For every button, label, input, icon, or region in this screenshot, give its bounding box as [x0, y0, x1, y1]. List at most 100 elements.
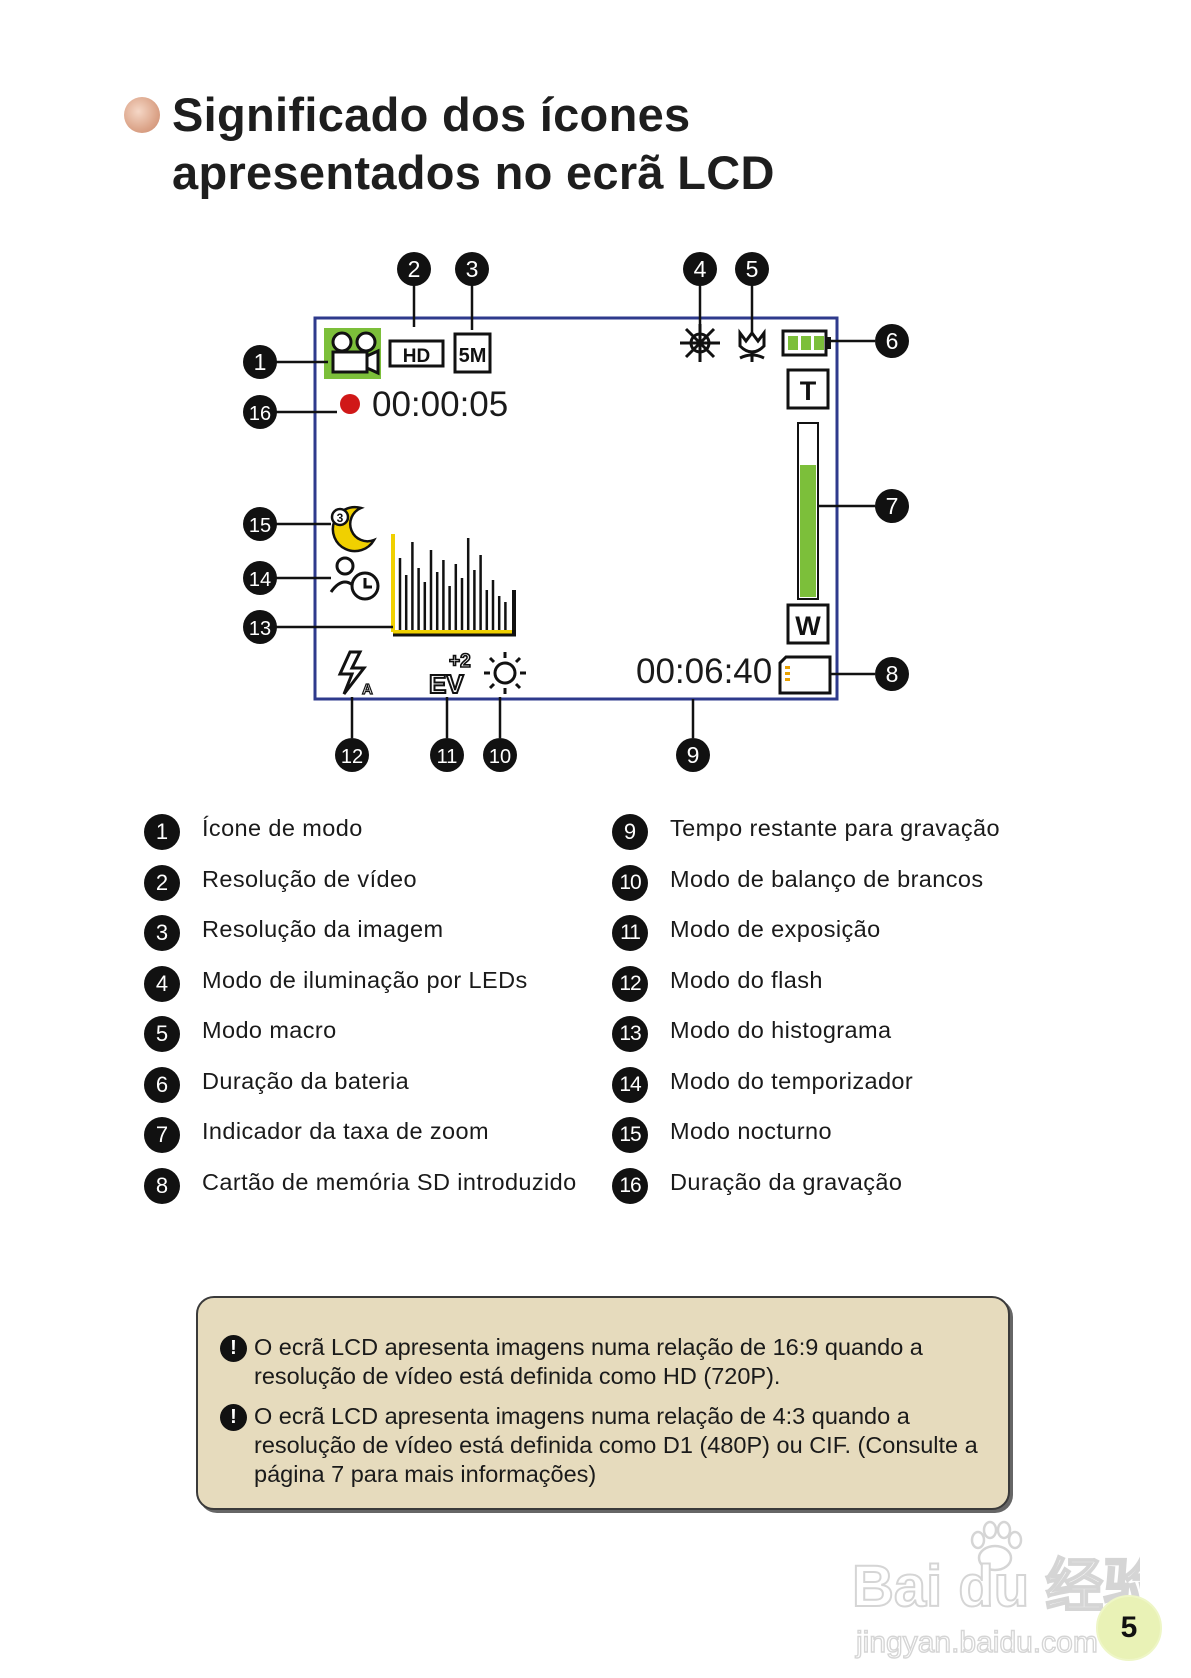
callout-15: 15: [243, 507, 277, 541]
callout-9: 9: [676, 738, 710, 772]
legend-number: 6: [144, 1066, 180, 1103]
lcd-diagram: HD 5M T: [0, 0, 1191, 800]
video-camera-icon: [324, 328, 381, 379]
page-title: Significado dos ícones apresentados no e…: [172, 86, 775, 202]
callout-2: 2: [397, 252, 431, 286]
night-mode-moon-icon: 3: [330, 505, 377, 553]
flash-auto-icon: A: [337, 650, 374, 699]
zoom-tele-label: T: [800, 376, 817, 406]
remaining-time: 00:06:40: [636, 652, 773, 691]
5m-icon: 5M: [453, 332, 492, 374]
callout-13: 13: [243, 610, 277, 644]
note-text: O ecrã LCD apresenta imagens numa relaçã…: [254, 1403, 978, 1487]
legend-label: Modo do histograma: [670, 1017, 892, 1043]
callout-8: 8: [875, 657, 909, 691]
callout-16: 16: [243, 395, 277, 429]
legend-item: 7 Indicador da taxa de zoom: [144, 1115, 614, 1166]
self-timer-icon: [329, 556, 380, 601]
lcd-diagram-svg: HD 5M T: [243, 252, 909, 772]
histogram: [391, 534, 516, 637]
legend-label: Modo de balanço de brancos: [670, 865, 984, 892]
legend-number: 1: [144, 814, 180, 850]
page-title-line-2: apresentados no ecrã LCD: [172, 146, 775, 199]
legend-number: 12: [612, 965, 648, 1002]
callout-1: 1: [243, 345, 277, 379]
ev-value: +2: [449, 651, 471, 672]
title-bullet: [124, 97, 160, 133]
warning-icon: !: [220, 1404, 247, 1431]
callout-number: 4: [694, 256, 707, 282]
callout-number: 12: [341, 746, 363, 768]
callout-11: 11: [430, 738, 464, 772]
svg-text:3: 3: [337, 511, 344, 525]
legend-number: 16: [612, 1167, 648, 1204]
exposure-ev-icon: +2 EV: [428, 650, 471, 700]
legend-number: 5: [144, 1016, 180, 1052]
legend-label: Modo de iluminação por LEDs: [202, 966, 528, 993]
legend-number: 11: [612, 915, 648, 951]
legend-item: 12 Modo do flash: [612, 964, 1132, 1015]
callout-number: 5: [746, 256, 759, 282]
recording-time: 00:00:05: [372, 385, 509, 424]
callout-14: 14: [243, 561, 277, 595]
hd-icon: HD: [388, 339, 445, 368]
lcd-frame: [313, 316, 839, 701]
sd-card-icon: [778, 655, 832, 695]
watermark-brand: Bai du 经验: [852, 1554, 1140, 1619]
zoom-bar-fill: [800, 465, 816, 597]
legend-item: 16 Duração da gravação: [612, 1166, 1132, 1217]
legend-label: Resolução da imagem: [202, 916, 444, 942]
macro-flower-icon: [738, 328, 766, 362]
legend-label: Duração da bateria: [202, 1067, 410, 1094]
legend-number: 4: [144, 965, 180, 1002]
callout-4: 4: [683, 252, 717, 286]
legend-number: 9: [612, 814, 648, 850]
legend-number: 7: [144, 1117, 180, 1153]
legend-label: Modo macro: [202, 1017, 337, 1043]
legend-label: Modo do flash: [670, 966, 823, 993]
callout-5: 5: [735, 252, 769, 286]
callout-6: 6: [875, 324, 909, 358]
battery-icon: [781, 329, 831, 357]
callout-number: 6: [886, 328, 899, 354]
note-text: O ecrã LCD apresenta imagens numa relaçã…: [254, 1334, 923, 1389]
note-box: ! O ecrã LCD apresenta imagens numa rela…: [196, 1296, 1010, 1510]
callout-number: 16: [249, 403, 271, 425]
legend-number: 14: [612, 1066, 648, 1103]
warning-icon: !: [220, 1335, 247, 1362]
callout-number: 9: [687, 742, 700, 768]
callout-number: 14: [249, 569, 271, 591]
callout-number: 10: [489, 746, 511, 768]
callout-number: 2: [408, 256, 421, 282]
legend-label: Duração da gravação: [670, 1168, 903, 1195]
page-number: 5: [1096, 1595, 1162, 1661]
callout-number: 13: [249, 618, 271, 640]
callout-number: 3: [466, 256, 479, 282]
callout-10: 10: [483, 738, 517, 772]
callout-12: 12: [335, 738, 369, 772]
legend-label: Indicador da taxa de zoom: [202, 1118, 489, 1144]
led-light-icon: [680, 324, 720, 362]
legend-number: 13: [612, 1016, 648, 1052]
record-dot-icon: [340, 394, 360, 414]
page-title-line-1: Significado dos ícones: [172, 88, 691, 141]
callout-3: 3: [455, 252, 489, 286]
callout-number: 11: [437, 746, 458, 768]
callout-7: 7: [875, 489, 909, 523]
zoom-wide-label: W: [795, 611, 821, 641]
legend-item: 13 Modo do histograma: [612, 1014, 1132, 1065]
callout-number: 15: [249, 515, 271, 537]
svg-text:EV: EV: [429, 669, 464, 699]
zoom-indicator: T W: [786, 368, 830, 645]
legend-label: Cartão de memória SD introduzido: [202, 1168, 577, 1195]
